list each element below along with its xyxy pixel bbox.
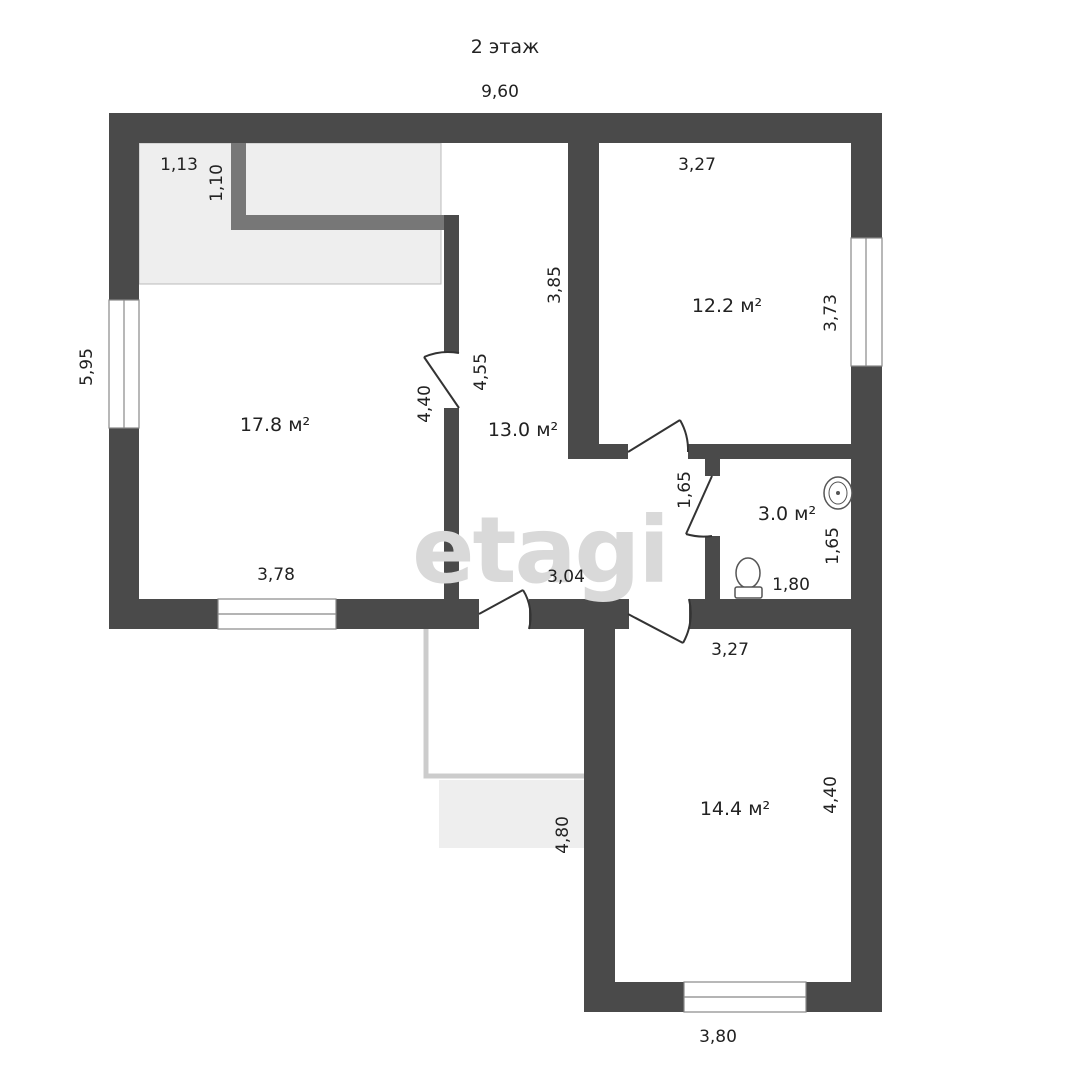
dim-niche-depth: 1,10 (207, 164, 227, 202)
toilet (734, 557, 763, 599)
balcony-rail (423, 629, 586, 779)
dim-hall-bottom: 3,04 (547, 567, 585, 587)
dim-tr-room-top: 3,27 (678, 155, 716, 175)
dim-balcony: 4,80 (553, 816, 573, 854)
windows (108, 237, 883, 1013)
built-in-niche (138, 142, 442, 285)
room-area-bathroom: 3.0 м² (758, 503, 816, 525)
watermark: etagi (412, 497, 668, 604)
dim-br-room-top: 3,27 (711, 640, 749, 660)
dim-bath-right: 1,65 (823, 527, 843, 565)
sink (823, 476, 853, 510)
room-area-bedroom-left: 17.8 м² (240, 414, 310, 436)
doors (423, 350, 713, 644)
dim-bath-bottom: 1,80 (772, 575, 810, 595)
walls (109, 113, 882, 1012)
balcony (439, 780, 585, 848)
dim-hall-top: 3,85 (545, 266, 565, 304)
niche-partition (231, 143, 459, 230)
dim-left-total: 5,95 (77, 348, 97, 386)
dim-niche-width: 1,13 (160, 155, 198, 175)
dim-left-room-inner: 4,40 (415, 385, 435, 423)
dim-br-room-right: 4,40 (821, 776, 841, 814)
dim-bath-left: 1,65 (675, 471, 695, 509)
floor-title: 2 этаж (471, 36, 539, 58)
room-area-bedroom-bottom-right: 14.4 м² (700, 798, 770, 820)
dim-top-total: 9,60 (481, 82, 519, 102)
room-area-hall: 13.0 м² (488, 419, 558, 441)
dim-hall-side: 4,55 (471, 353, 491, 391)
dim-br-room-bottom: 3,80 (699, 1027, 737, 1047)
room-area-bedroom-top-right: 12.2 м² (692, 295, 762, 317)
dim-left-room-bottom: 3,78 (257, 565, 295, 585)
dim-tr-room-right: 3,73 (821, 294, 841, 332)
